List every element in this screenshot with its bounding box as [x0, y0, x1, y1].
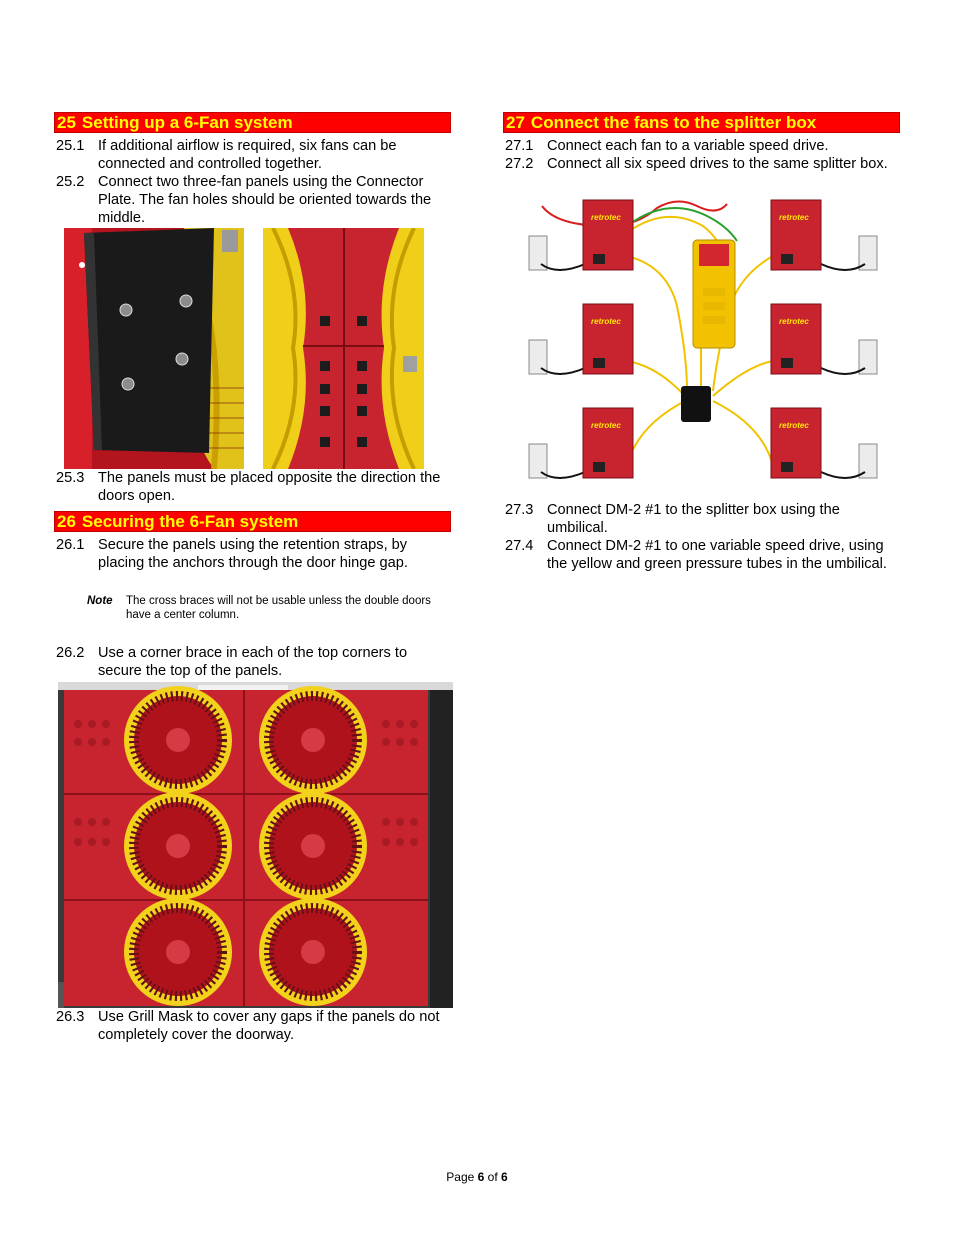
item-number: 27.3 — [505, 502, 534, 518]
footer-prefix: Page — [446, 1170, 475, 1184]
item-number: 26.1 — [56, 537, 85, 553]
item-text: The panels must be placed opposite the d… — [98, 470, 441, 504]
list-item-26-1: 26.1 Secure the panels using the retenti… — [54, 536, 451, 572]
item-number: 26.3 — [56, 1009, 85, 1025]
item-text: Connect DM-2 #1 to the splitter box usin… — [547, 502, 840, 536]
page-footer: Page 6 of 6 — [0, 1170, 954, 1184]
brand-label: retrotec — [591, 421, 621, 430]
list-item-25-2: 25.2 Connect two three-fan panels using … — [54, 173, 451, 227]
item-text: Connect two three-fan panels using the C… — [98, 174, 432, 226]
splitter-box-diagram: retrotec retrotec retrotec retrotec retr… — [528, 199, 878, 479]
item-number: 25.1 — [56, 138, 85, 154]
section-27-title: Connect the fans to the splitter box — [530, 113, 817, 132]
brand-label: retrotec — [779, 421, 809, 430]
list-item-25-3: 25.3 The panels must be placed opposite … — [54, 469, 451, 505]
note-text: The cross braces will not be usable unle… — [126, 595, 431, 621]
footer-current-page: 6 — [477, 1170, 485, 1184]
item-text: Use Grill Mask to cover any gaps if the … — [98, 1009, 440, 1043]
section-25-title: Setting up a 6-Fan system — [81, 113, 293, 132]
right-column-continued: 27.3 Connect DM-2 #1 to the splitter box… — [503, 501, 900, 573]
list-item-26-2: 26.2 Use a corner brace in each of the t… — [54, 644, 451, 680]
dm2-gauge — [692, 239, 736, 349]
item-text: If additional airflow is required, six f… — [98, 138, 397, 172]
wall-outlets — [528, 235, 878, 479]
list-item-27-2: 27.2 Connect all six speed drives to the… — [503, 155, 900, 173]
section-27-number: 27 — [506, 113, 525, 132]
brand-label: retrotec — [779, 317, 809, 326]
section-25-number: 25 — [57, 113, 76, 132]
item-number: 26.2 — [56, 645, 85, 661]
note-block: Note The cross braces will not be usable… — [54, 594, 451, 622]
list-item-25-1: 25.1 If additional airflow is required, … — [54, 137, 451, 173]
footer-total-pages: 6 — [501, 1170, 508, 1184]
footer-middle: of — [487, 1170, 498, 1184]
list-item-27-4: 27.4 Connect DM-2 #1 to one variable spe… — [503, 537, 900, 573]
section-26-title: Securing the 6-Fan system — [81, 512, 299, 531]
speed-drive-boxes — [582, 199, 822, 479]
item-number: 27.4 — [505, 538, 534, 554]
item-number: 25.2 — [56, 174, 85, 190]
item-text: Use a corner brace in each of the top co… — [98, 645, 408, 679]
section-25-heading: 25 Setting up a 6-Fan system — [54, 112, 451, 133]
item-text: Connect each fan to a variable speed dri… — [547, 138, 829, 154]
brand-label: retrotec — [591, 317, 621, 326]
section-26-heading: 26 Securing the 6-Fan system — [54, 511, 451, 532]
section-26-number: 26 — [57, 512, 76, 531]
item-text: Secure the panels using the retention st… — [98, 537, 408, 571]
brand-label: retrotec — [591, 213, 621, 222]
left-column-continued: 25.3 The panels must be placed opposite … — [54, 469, 451, 680]
item-text: Connect all six speed drives to the same… — [547, 156, 888, 172]
brand-label: retrotec — [779, 213, 809, 222]
item-number: 25.3 — [56, 470, 85, 486]
item-text: Connect DM-2 #1 to one variable speed dr… — [547, 538, 887, 572]
left-column: 25 Setting up a 6-Fan system 25.1 If addi… — [54, 112, 451, 227]
list-item-27-3: 27.3 Connect DM-2 #1 to the splitter box… — [503, 501, 900, 537]
list-item-27-1: 27.1 Connect each fan to a variable spee… — [503, 137, 900, 155]
list-item-26-3: 26.3 Use Grill Mask to cover any gaps if… — [54, 1008, 451, 1044]
item-number: 27.1 — [505, 138, 534, 154]
section-27-heading: 27 Connect the fans to the splitter box — [503, 112, 900, 133]
note-label: Note — [87, 595, 113, 607]
six-fan-system-photo — [58, 682, 453, 1008]
splitter-box — [681, 386, 711, 422]
fan-holes-photo — [263, 228, 424, 469]
right-column: 27 Connect the fans to the splitter box 2… — [503, 112, 900, 173]
item-number: 27.2 — [505, 156, 534, 172]
left-column-end: 26.3 Use Grill Mask to cover any gaps if… — [54, 1008, 451, 1044]
connector-plate-photo — [64, 228, 244, 469]
